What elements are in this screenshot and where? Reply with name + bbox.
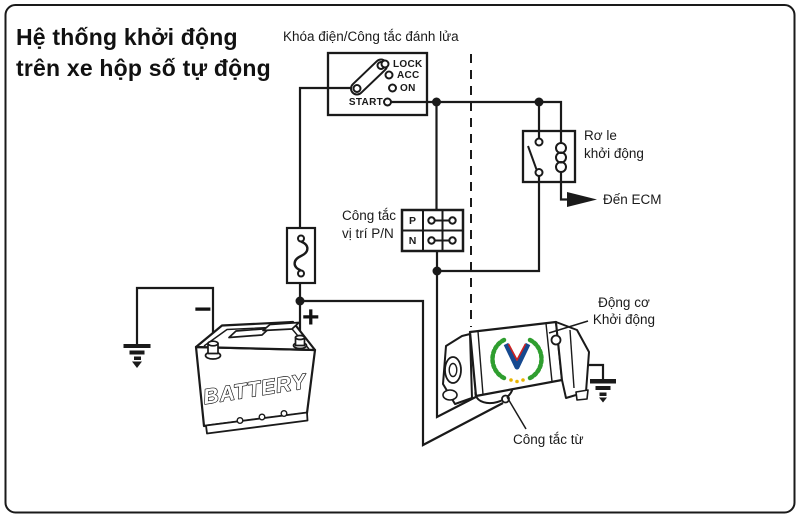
leader-line-starter-label (548, 320, 589, 334)
relay-switch-arm (527, 145, 538, 170)
page-title-line2: trên xe hộp số tự động (16, 55, 271, 81)
lever-pivot-contact (352, 84, 362, 93)
leader-line-magnetic-switch-label (506, 396, 527, 430)
ignition-switch-label: Khóa điện/Công tắc đánh lửa (283, 29, 459, 44)
starter-label-line2: Khởi động (592, 312, 656, 327)
starter-label-line1: Động cơ (598, 295, 650, 310)
v-logo-icon (503, 342, 531, 370)
pn-switch-label-line2: vị trí P/N (342, 226, 394, 241)
wire-start-signal (391, 100, 563, 143)
ecm-arrow-icon (567, 192, 597, 207)
wire-ignition-feed (298, 86, 356, 228)
battery-illustration: BATTERY (194, 320, 317, 435)
ignition-position-start: START (348, 96, 383, 108)
battery-minus-sign: − (194, 293, 212, 326)
ignition-position-on: ON (400, 82, 416, 94)
wire-battery-cable (300, 299, 504, 447)
acc-contact (384, 70, 394, 80)
junction-dots (295, 97, 544, 306)
relay-label-line1: Rơ le (584, 128, 617, 143)
brand-logo (490, 337, 544, 384)
starter-relay-box (521, 129, 577, 184)
battery-vent-cover (262, 321, 300, 332)
pn-switch-label-line1: Công tắc (342, 208, 397, 223)
pn-switch-box (400, 208, 465, 253)
relay-contact-top (534, 137, 544, 147)
junction-dot (295, 296, 305, 306)
relay-coil-icon (555, 142, 567, 173)
battery-positive-terminal (292, 334, 308, 350)
wire-relay-output (437, 176, 541, 273)
lock-contact (380, 59, 390, 69)
pn-cell-p: P (408, 214, 416, 227)
junction-dot (432, 266, 442, 276)
relay-contact-bottom (534, 168, 544, 177)
ignition-position-acc: ACC (397, 69, 420, 81)
battery-base (205, 411, 309, 435)
ignition-position-lock: LOCK (393, 58, 423, 70)
pn-cell-n: N (408, 234, 417, 247)
battery-negative-terminal (204, 340, 222, 360)
junction-dot (432, 97, 441, 107)
starter-motor-illustration (442, 320, 590, 430)
bolt (550, 334, 562, 346)
relay-label-line2: khởi động (584, 145, 644, 161)
ground-icon-battery (123, 344, 151, 368)
wire-starter-signal (435, 251, 498, 419)
wire-negative-ground (135, 286, 215, 356)
ground-icon-starter (590, 379, 616, 403)
start-contact (383, 97, 392, 107)
magnetic-switch-label: Công tắc từ (513, 432, 584, 447)
to-ecm-label: Đến ECM (603, 192, 662, 207)
battery-plus-sign: + (302, 301, 320, 334)
junction-dot (534, 97, 544, 107)
page-title-line1: Hệ thống khởi động (16, 24, 238, 50)
ignition-switch-box (326, 51, 429, 117)
fusible-link-icon (285, 226, 317, 285)
laurel-wreath-icon (490, 337, 507, 381)
laurel-wreath-icon (527, 337, 544, 381)
on-contact (388, 83, 397, 93)
